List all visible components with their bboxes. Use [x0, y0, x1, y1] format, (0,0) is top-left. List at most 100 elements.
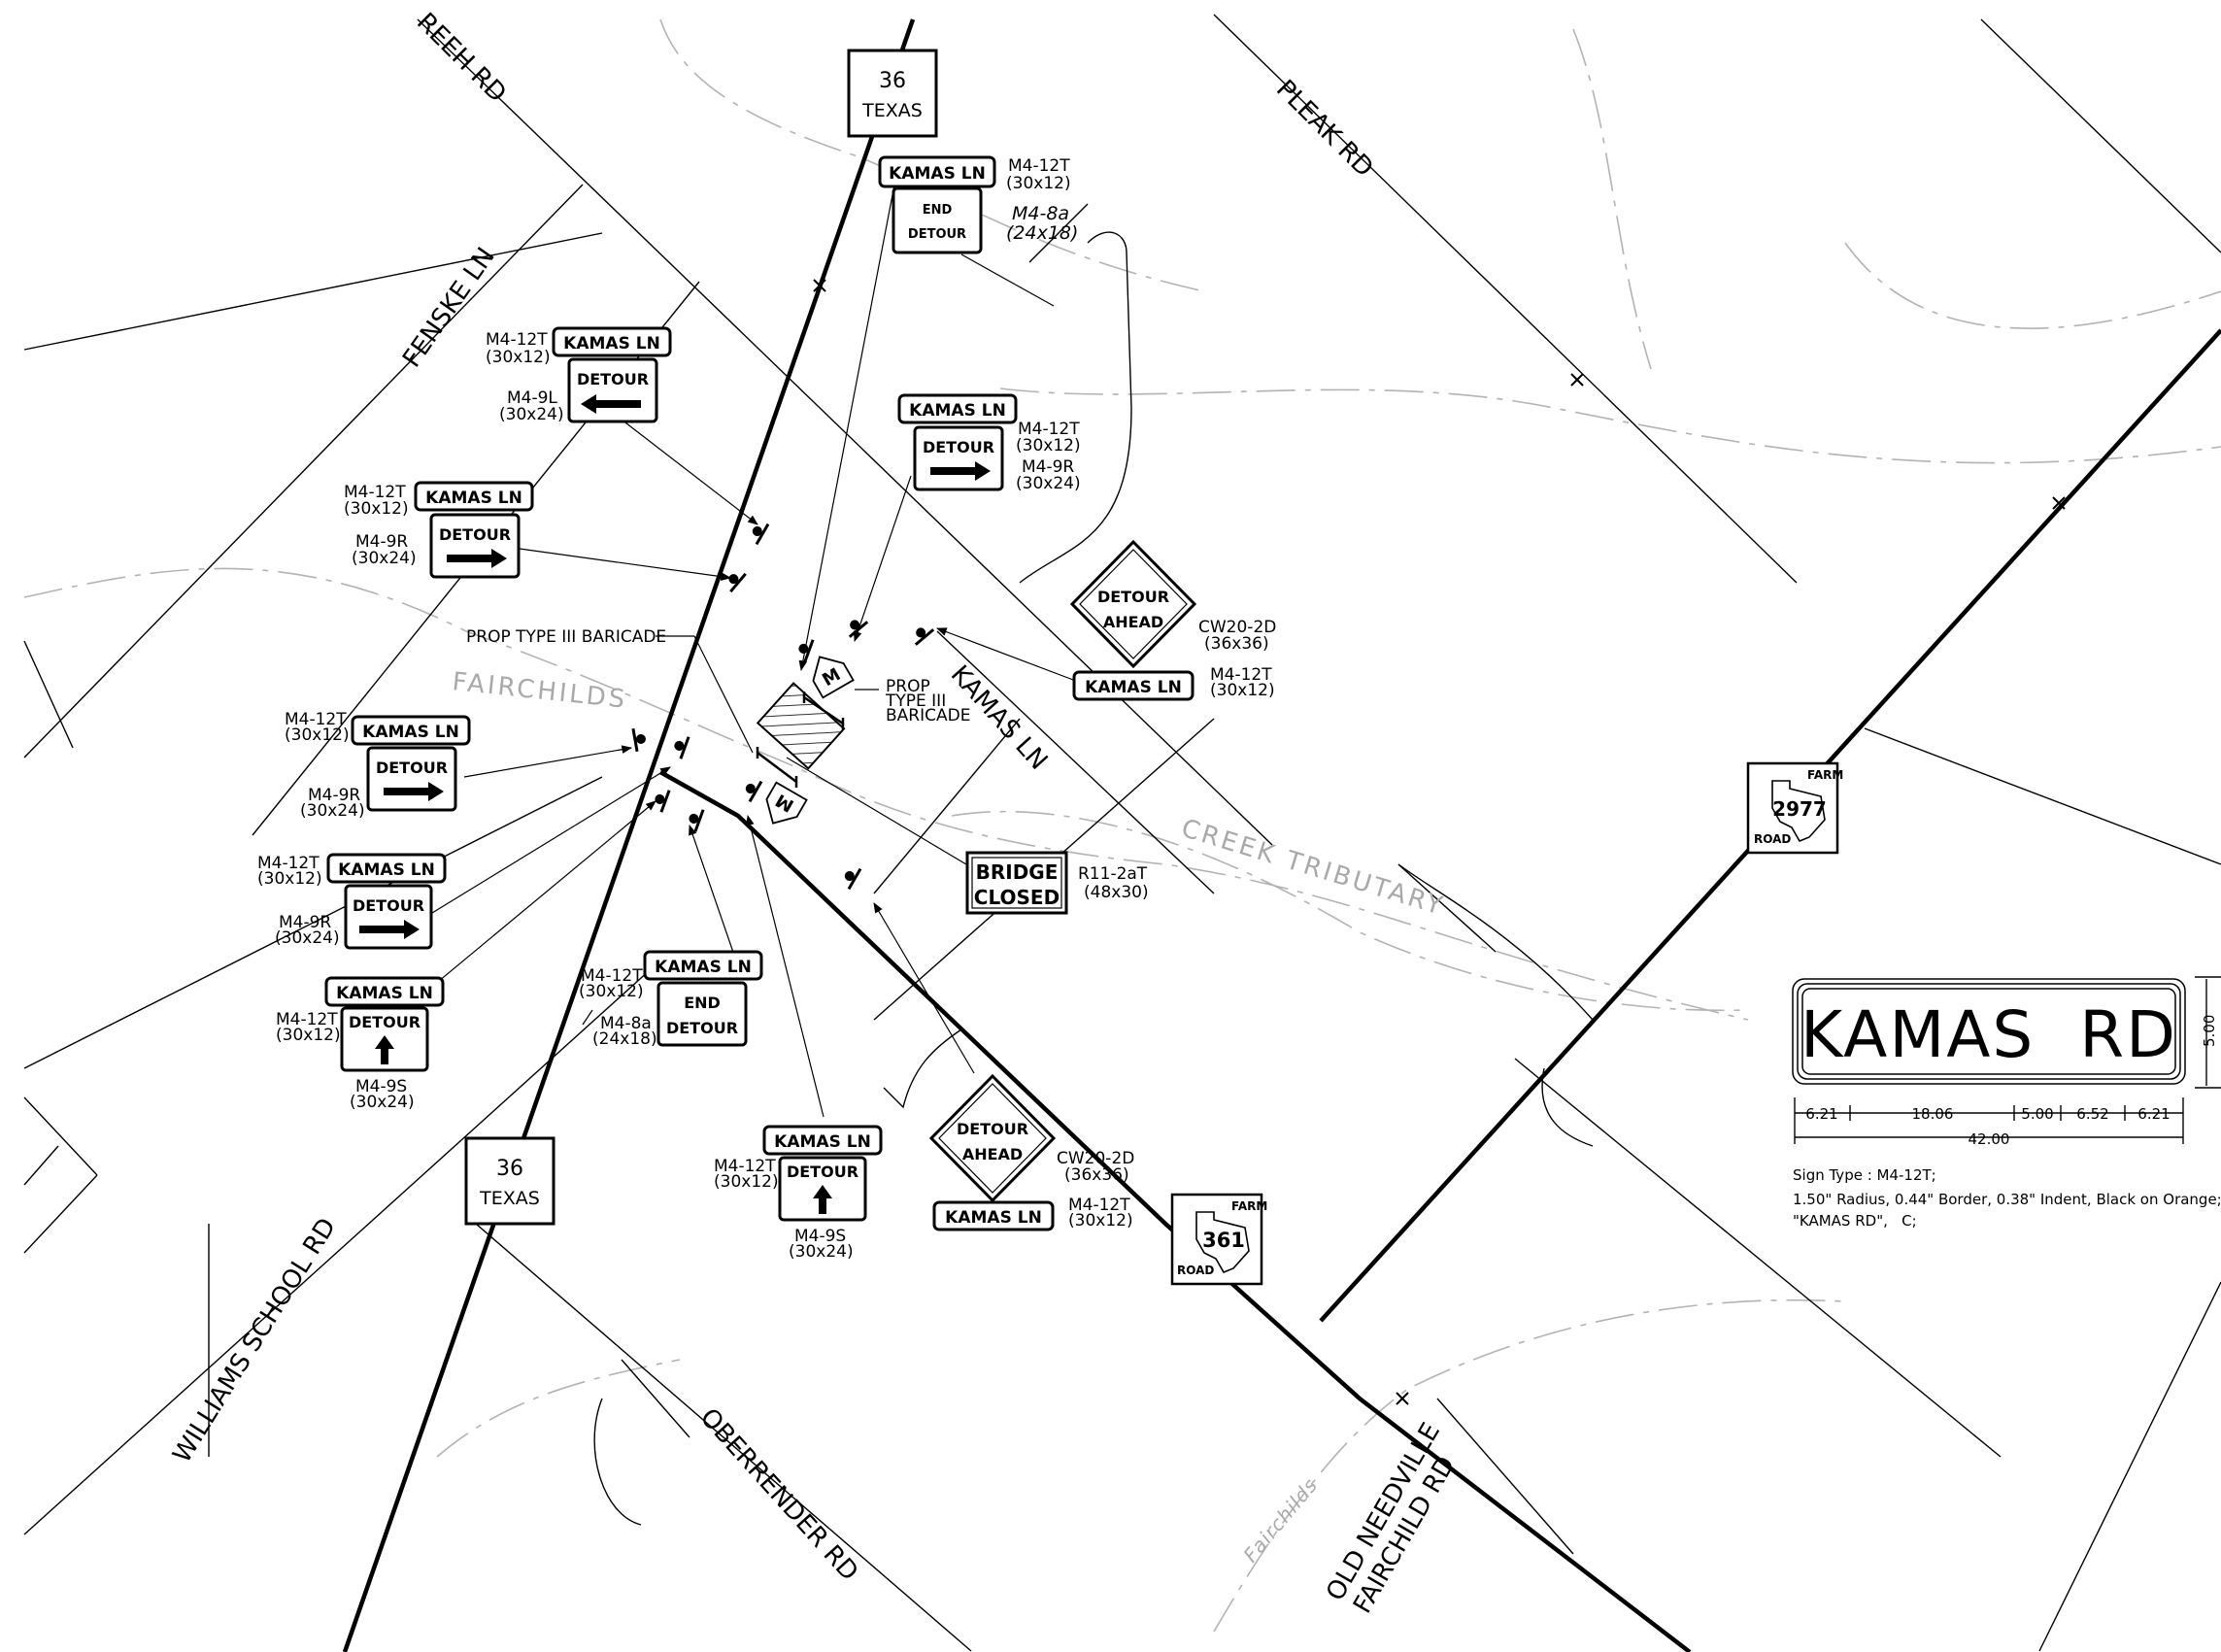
- sign-bridge-2: CLOSED: [974, 886, 1060, 909]
- m-marker-bottom: M: [765, 781, 808, 825]
- code-30x24: (30x24): [499, 405, 564, 424]
- sign-assembly-detour-straight-left: KAMAS LN DETOUR M4-12T (30x12) M4-9S (30…: [276, 976, 445, 1112]
- tx36-top-text: TEXAS: [861, 100, 923, 121]
- sign-detour: DETOUR: [923, 438, 994, 456]
- code-m412t: M4-12T: [1068, 1196, 1130, 1215]
- sign-kamas-ln: KAMAS LN: [563, 334, 660, 354]
- sign-assembly-end-detour-top: KAMAS LN END DETOUR M4-12T (30x12) M4-8a…: [878, 155, 1078, 254]
- code-30x12: (30x12): [276, 1026, 341, 1045]
- sign-kamas-ln: KAMAS LN: [655, 958, 752, 977]
- code-24x18: (24x18): [592, 1029, 657, 1049]
- code-m49r: M4-9R: [308, 786, 360, 805]
- sign-detour-ahead-2: AHEAD: [962, 1145, 1023, 1163]
- fm-361-number: 361: [1202, 1229, 1245, 1252]
- sign-detail-note-2: 1.50" Radius, 0.44" Border, 0.38" Indent…: [1793, 1191, 2221, 1208]
- local-roads: [23, 14, 2221, 1652]
- sign-detour-ahead-1: DETOUR: [957, 1120, 1028, 1138]
- sign-end: END: [684, 994, 721, 1012]
- sign-kamas-ln: KAMAS LN: [1085, 678, 1182, 697]
- creek-label-tributary: CREEK TRIBUTARY: [1178, 814, 1448, 922]
- sign-detour: DETOUR: [439, 525, 511, 544]
- code-30x12: (30x12): [1006, 174, 1071, 193]
- code-36x36: (36x36): [1064, 1165, 1129, 1185]
- code-30x12: (30x12): [285, 725, 350, 745]
- barricade-symbols: [756, 691, 845, 788]
- sign-kamas-ln: KAMAS LN: [909, 401, 1006, 421]
- sign-detour: DETOUR: [577, 370, 649, 388]
- barricade-type: TYPE III: [885, 691, 946, 711]
- code-30x12: (30x12): [344, 499, 409, 519]
- code-m412t: M4-12T: [1018, 420, 1080, 439]
- code-m412t: M4-12T: [486, 330, 548, 350]
- sign-detour: DETOUR: [353, 896, 424, 915]
- fm-361-shield: FARM 361 ROAD: [1170, 1193, 1267, 1286]
- sign-detail-dim-4: 6.52: [2076, 1105, 2108, 1123]
- sign-assembly-detour-straight-bottom: KAMAS LN DETOUR M4-12T (30x12) M4-9S (30…: [714, 1125, 883, 1262]
- tx36-shield-top: 36 TEXAS: [847, 49, 938, 138]
- code-36x36: (36x36): [1204, 634, 1269, 654]
- fm-2977-top: FARM: [1807, 768, 1843, 782]
- code-30x24: (30x24): [275, 928, 340, 948]
- code-m48a: M4-8a: [600, 1014, 652, 1033]
- barricade-prop: PROP: [886, 677, 930, 696]
- creek-lines: [23, 18, 2221, 1633]
- sign-detail-dim-1: 6.21: [1805, 1105, 1837, 1123]
- sign-assembly-detour-right-c: KAMAS LN DETOUR M4-12T (30x12) M4-9R (30…: [257, 853, 447, 950]
- sign-post-markers: [631, 523, 935, 891]
- code-m412t: M4-12T: [276, 1010, 338, 1029]
- sign-assembly-end-detour-bottom: KAMAS LN END DETOUR M4-12T (30x12) M4-8a…: [579, 950, 763, 1049]
- code-30x12: (30x12): [1068, 1211, 1133, 1231]
- code-30x24: (30x24): [352, 549, 417, 568]
- sign-detour: DETOUR: [908, 227, 966, 242]
- crossing-marks: [813, 279, 2066, 1405]
- sign-detail-dim-5: 6.21: [2137, 1105, 2170, 1123]
- sign-detail-height: 5.00: [2201, 1015, 2218, 1047]
- code-m49l: M4-9L: [507, 388, 557, 408]
- code-24x18: (24x18): [1006, 222, 1078, 244]
- code-m49r: M4-9R: [355, 532, 408, 552]
- bridge-closure: M M: [756, 656, 855, 825]
- sign-detour: DETOUR: [787, 1163, 858, 1181]
- sign-bridge-1: BRIDGE: [976, 860, 1059, 884]
- sign-kamas-ln: KAMAS LN: [362, 723, 459, 742]
- creek-label-fairchilds: FAIRCHILDS: [451, 667, 628, 715]
- leader-lines: [426, 179, 1074, 1118]
- code-30x12: (30x12): [714, 1172, 779, 1192]
- sign-detail-dim-3: 5.00: [2021, 1105, 2053, 1123]
- barricade-main-label: PROP TYPE III BARICADE: [466, 627, 666, 647]
- code-30x12: (30x12): [579, 982, 644, 1001]
- fm-2977-shield: FARM 2977 ROAD: [1746, 761, 1843, 855]
- sign-detail-dim-2: 18.06: [1912, 1105, 1954, 1123]
- code-m412t: M4-12T: [285, 710, 347, 729]
- sign-kamas-ln: KAMAS LN: [425, 489, 522, 508]
- code-30x12: (30x12): [1016, 436, 1081, 455]
- code-m49r: M4-9R: [279, 913, 331, 932]
- sign-detour: DETOUR: [666, 1019, 738, 1037]
- tx36-top-number: 36: [879, 69, 906, 93]
- sign-detour: DETOUR: [376, 759, 448, 777]
- sign-detour-ahead-2: AHEAD: [1103, 613, 1163, 631]
- code-cw202d: CW20-2D: [1198, 618, 1276, 637]
- tx36-bottom-number: 36: [496, 1157, 523, 1181]
- fm-361-bottom: ROAD: [1177, 1264, 1214, 1277]
- code-30x12: (30x12): [257, 869, 322, 889]
- code-m412t: M4-12T: [344, 483, 406, 502]
- sign-detail-text: KAMAS RD: [1800, 997, 2177, 1072]
- code-m49s: M4-9S: [355, 1077, 407, 1096]
- code-30x12: (30x12): [1210, 681, 1275, 700]
- road-label-pleak: PLEAK RD: [1270, 75, 1379, 184]
- sign-assembly-detour-ahead-upper: DETOUR AHEAD KAMAS LN CW20-2D (36x36) M4…: [1069, 539, 1276, 701]
- sign-detour: DETOUR: [349, 1013, 421, 1031]
- sign-assembly-detour-ahead-lower: DETOUR AHEAD KAMAS LN CW20-2D (36x36) M4…: [928, 1073, 1134, 1231]
- fm-2977-bottom: ROAD: [1754, 832, 1791, 846]
- sign-detail: KAMAS RD 5.00 6.21 18.06 5.00 6.52 6.21 …: [1792, 976, 2221, 1230]
- code-m48a: M4-8a: [1012, 203, 1069, 224]
- code-30x24: (30x24): [1016, 474, 1081, 493]
- code-m412t: M4-12T: [257, 854, 320, 873]
- tx36-shield-bottom: 36 TEXAS: [464, 1136, 555, 1226]
- code-30x24: (30x24): [789, 1242, 854, 1262]
- fm-361-top: FARM: [1231, 1199, 1267, 1213]
- sign-detour-ahead-1: DETOUR: [1097, 588, 1169, 606]
- sign-bridge-closed: BRIDGE CLOSED R11-2aT (48x30): [965, 851, 1149, 915]
